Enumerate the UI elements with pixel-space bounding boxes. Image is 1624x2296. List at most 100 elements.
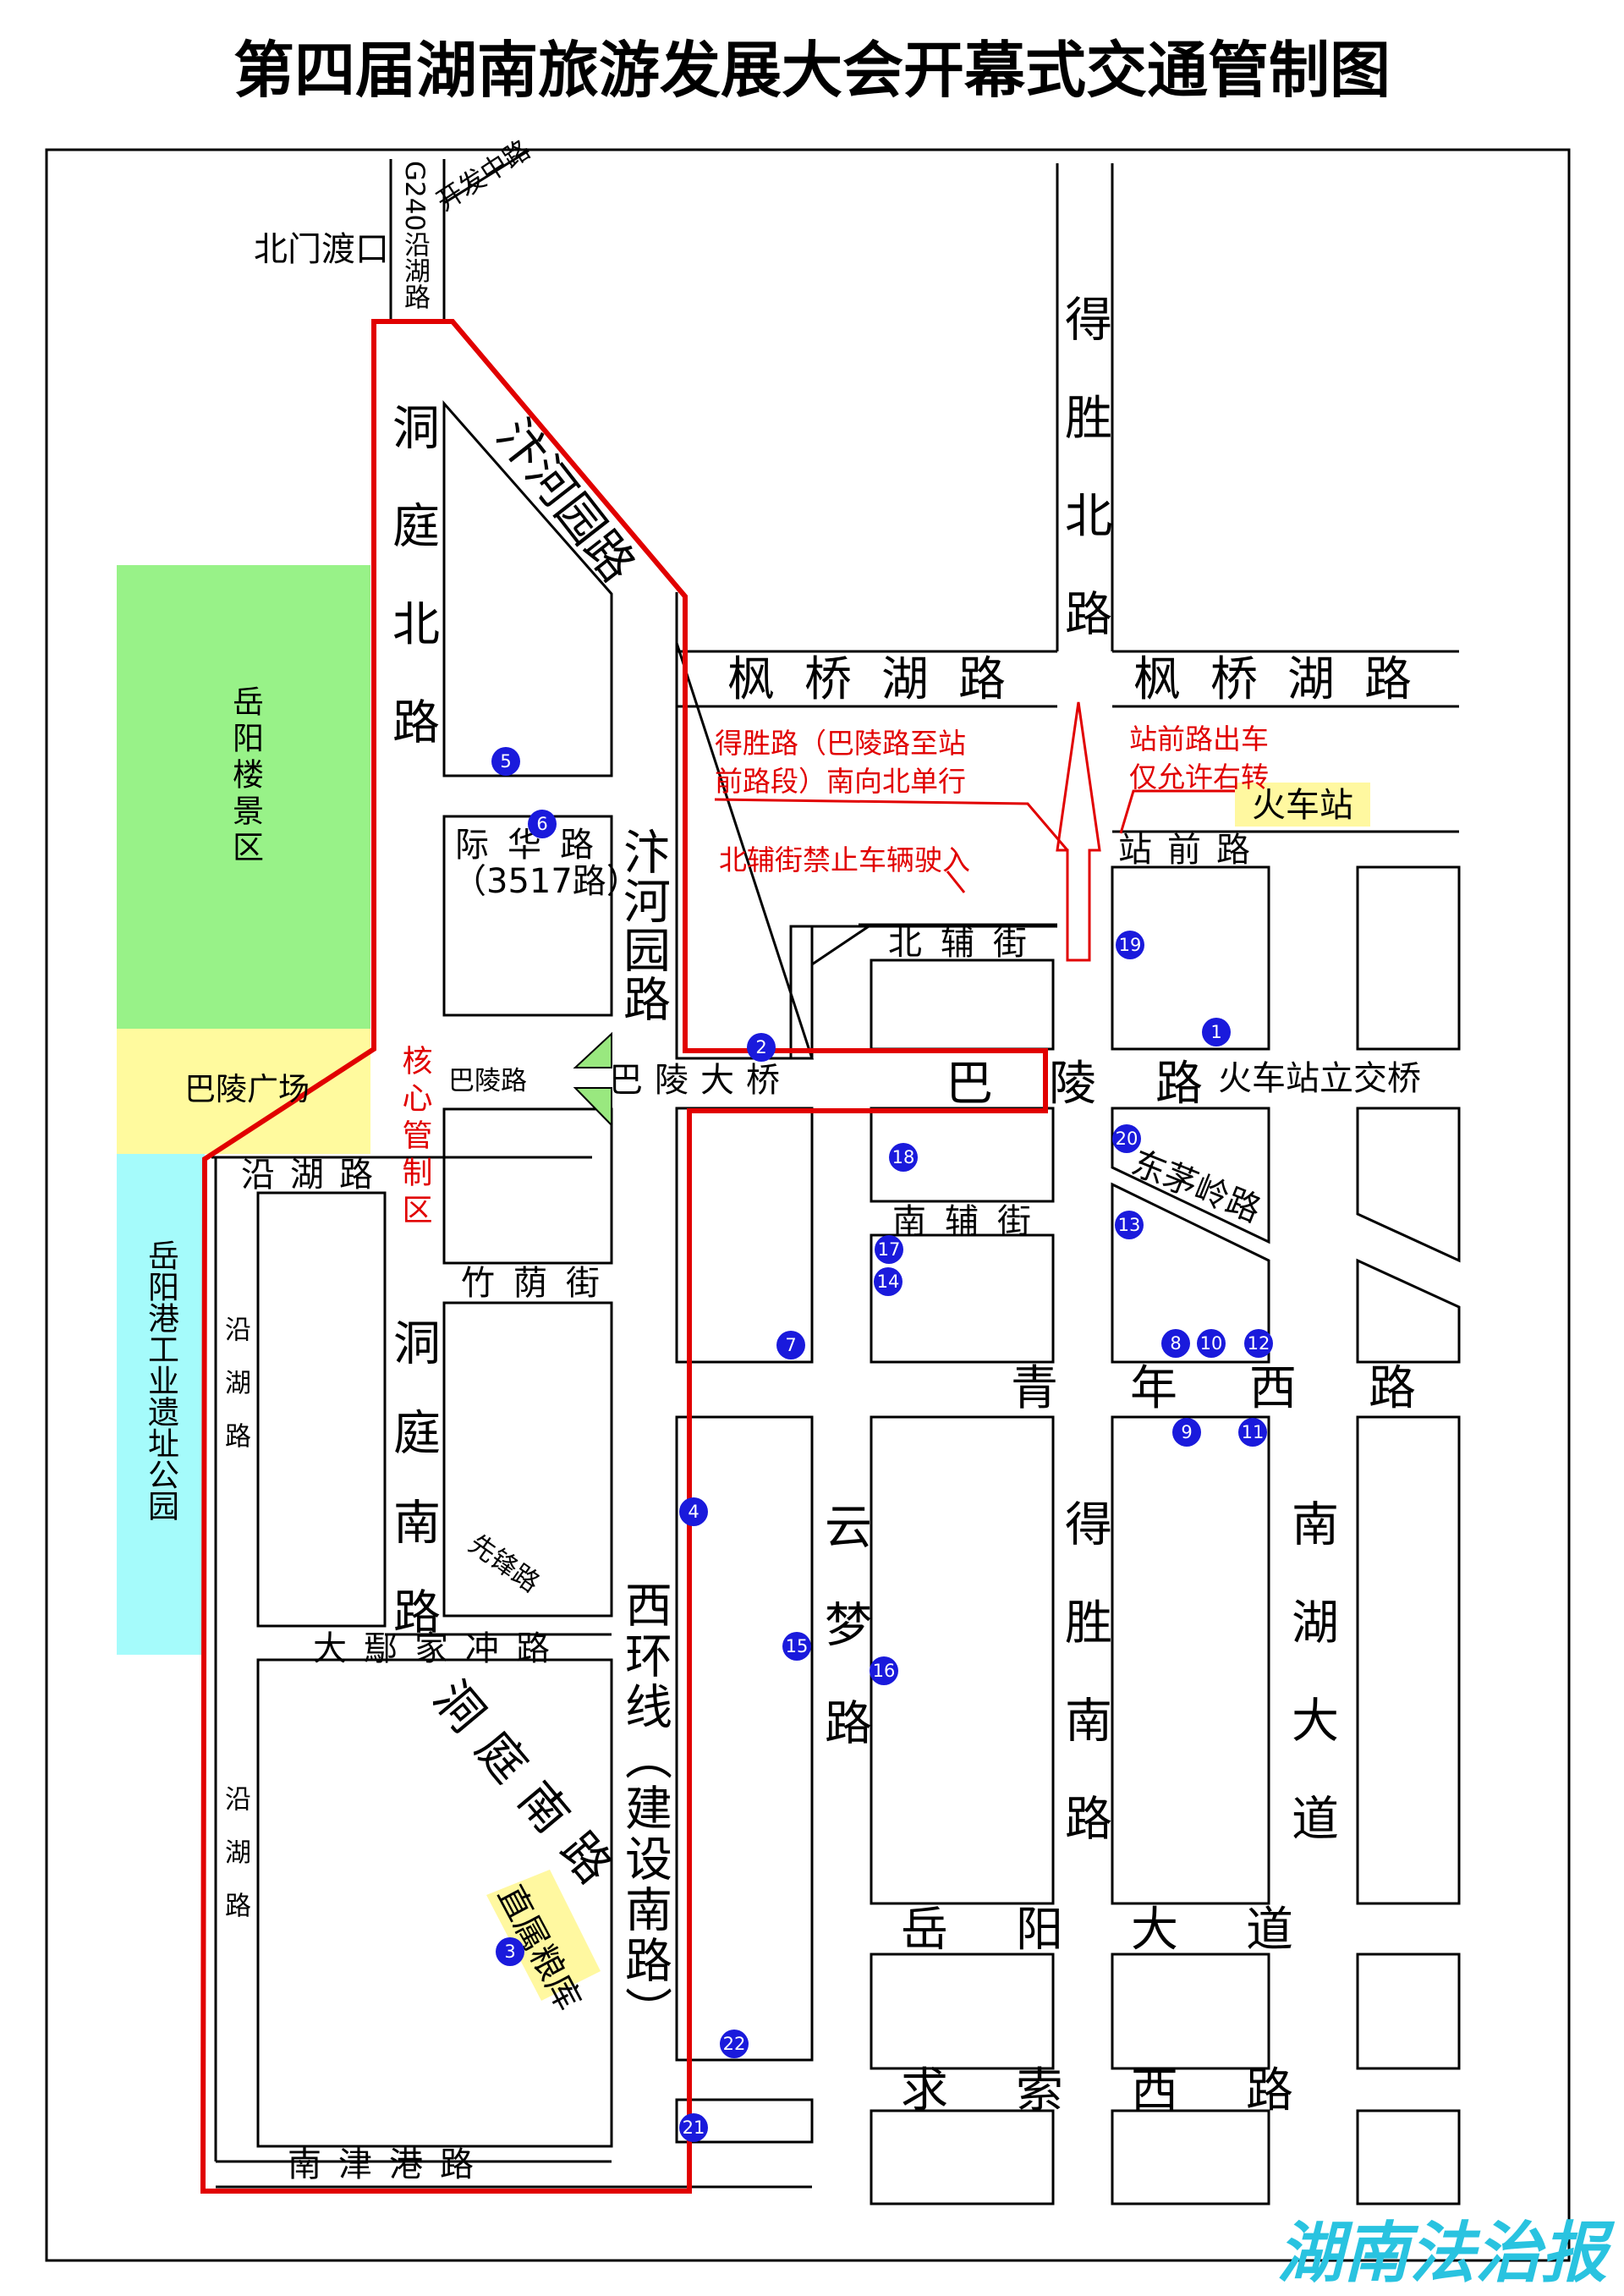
label-zhanqian: 站前路 [1118, 831, 1265, 870]
label-qingnianxi: 青年西路 [1011, 1361, 1488, 1416]
marker-9: 9 [1172, 1418, 1201, 1447]
label-bianheyuan-vert: 汴河园路 [616, 827, 671, 1024]
marker-number: 1 [1210, 1022, 1221, 1042]
notice-leader-desheng [714, 798, 1069, 851]
label-yueyanglou: 岳阳楼景区 [228, 685, 264, 867]
marker-circle [491, 747, 520, 776]
label-yanhu-bottom: 沿湖路 [220, 1785, 250, 1945]
marker-5: 5 [491, 747, 520, 776]
marker-7: 7 [776, 1331, 805, 1359]
marker-number: 18 [892, 1147, 915, 1167]
marker-number: 4 [688, 1502, 699, 1522]
marker-circle [1116, 931, 1144, 959]
marker-number: 8 [1170, 1333, 1181, 1354]
marker-number: 11 [1242, 1422, 1265, 1442]
label-nanjingang: 南津港路 [288, 2145, 491, 2184]
marker-circle [679, 2113, 708, 2142]
label-station: 火车站 [1252, 786, 1353, 825]
label-core-zone: 核心管制区 [398, 1045, 432, 1231]
label-yunmeng: 云梦路 [817, 1502, 872, 1796]
marker-6: 6 [528, 810, 557, 838]
marker-circle [747, 1033, 776, 1062]
marker-number: 7 [785, 1335, 796, 1355]
label-baling-bridge: 巴陵大桥 [609, 1061, 792, 1100]
label-xihuan: 西环线（建设南路） [617, 1580, 672, 2037]
notice-leader-beifu [946, 871, 966, 893]
marker-circle [889, 1143, 918, 1172]
marker-number: 3 [504, 1942, 515, 1962]
label-deshengnan: 得胜南路 [1057, 1499, 1112, 1892]
marker-number: 19 [1119, 935, 1142, 955]
granary-highlight [486, 1870, 601, 2001]
marker-22: 22 [720, 2030, 749, 2058]
marker-19: 19 [1116, 931, 1144, 959]
notice-station-exit-line1: 站前路出车 [1129, 722, 1269, 755]
marker-4: 4 [679, 1497, 708, 1526]
marker-16: 16 [870, 1656, 898, 1685]
marker-12: 12 [1244, 1329, 1273, 1358]
marker-20: 20 [1112, 1124, 1141, 1153]
port-park-area [117, 1154, 205, 1655]
notice-desheng-line1: 得胜路（巴陵路至站 [715, 727, 966, 760]
label-qiusuoxi: 求索西路 [901, 2063, 1361, 2118]
marker-circle [776, 1331, 805, 1359]
marker-number: 12 [1248, 1333, 1270, 1354]
label-yueyang-avenue: 岳阳大道 [901, 1903, 1361, 1958]
label-fengqiaohu-left: 枫桥湖路 [727, 652, 1035, 707]
marker-circle [720, 2030, 749, 2058]
label-station-overpass: 火车站立交桥 [1218, 1059, 1421, 1098]
control-boundary [200, 319, 1048, 2194]
marker-number: 9 [1181, 1422, 1192, 1442]
marker-circle [1202, 1018, 1231, 1046]
marker-circle [679, 1497, 708, 1526]
label-fengqiaohu-right: 枫桥湖路 [1133, 652, 1441, 707]
marker-number: 14 [877, 1272, 900, 1292]
scenic-area-yueyanglou [117, 565, 370, 1029]
marker-number: 15 [786, 1636, 809, 1656]
notice-desheng-line2: 前路段）南向北单行 [715, 765, 966, 798]
marker-circle [874, 1267, 903, 1296]
marker-circle [875, 1235, 903, 1264]
label-jihua-sub: （3517路） [453, 862, 640, 901]
label-beifu: 北辅街 [888, 924, 1045, 963]
marker-number: 21 [683, 2117, 705, 2138]
label-baling-big-3: 路 [1155, 1057, 1203, 1112]
label-dazoujiachong: 大鄢家冲路 [313, 1629, 567, 1668]
label-port-park: 岳阳港工业遗址公园 [143, 1239, 180, 1521]
label-yanhu-top: 沿湖路 [241, 1156, 388, 1195]
marker-circle [1244, 1329, 1273, 1358]
notice-leader-station [1119, 789, 1269, 834]
marker-circle [528, 810, 557, 838]
marker-circle [1115, 1211, 1144, 1239]
marker-circle [1112, 1124, 1141, 1153]
marker-number: 10 [1200, 1333, 1223, 1354]
marker-number: 22 [723, 2034, 746, 2054]
marker-circle [496, 1937, 524, 1966]
watermark: 湖南法治报 [1277, 2215, 1616, 2292]
bridge-triangle-bottom [573, 1087, 612, 1128]
marker-10: 10 [1197, 1329, 1226, 1358]
notice-station-exit-line2: 仅允许右转 [1129, 761, 1269, 794]
marker-number: 16 [873, 1661, 896, 1681]
label-deshengbei: 得胜北路 [1057, 294, 1112, 687]
marker-circle [782, 1632, 811, 1661]
one-way-arrow-shape [1056, 701, 1101, 962]
label-dongting-south-v: 洞庭南路 [386, 1318, 441, 1677]
marker-3: 3 [496, 1937, 524, 1966]
label-baling-square: 巴陵广场 [184, 1071, 310, 1107]
label-zhuyin: 竹荫街 [461, 1264, 618, 1303]
bridge-triangle-top [573, 1031, 612, 1068]
marker-13: 13 [1115, 1211, 1144, 1239]
marker-2: 2 [747, 1033, 776, 1062]
marker-17: 17 [875, 1235, 903, 1264]
marker-number: 13 [1118, 1215, 1141, 1235]
marker-21: 21 [679, 2113, 708, 2142]
label-dongting-north: 洞庭北路 [385, 403, 440, 795]
marker-number: 20 [1116, 1129, 1138, 1149]
label-jihua: 际华路 [455, 826, 612, 865]
label-g240: G240沿湖路 [399, 161, 430, 310]
label-beimen-ferry: 北门渡口 [254, 230, 389, 269]
notice-beifu-ban: 北辅街禁止车辆驶入 [719, 843, 970, 876]
label-baling-big-2: 陵 [1049, 1057, 1096, 1112]
